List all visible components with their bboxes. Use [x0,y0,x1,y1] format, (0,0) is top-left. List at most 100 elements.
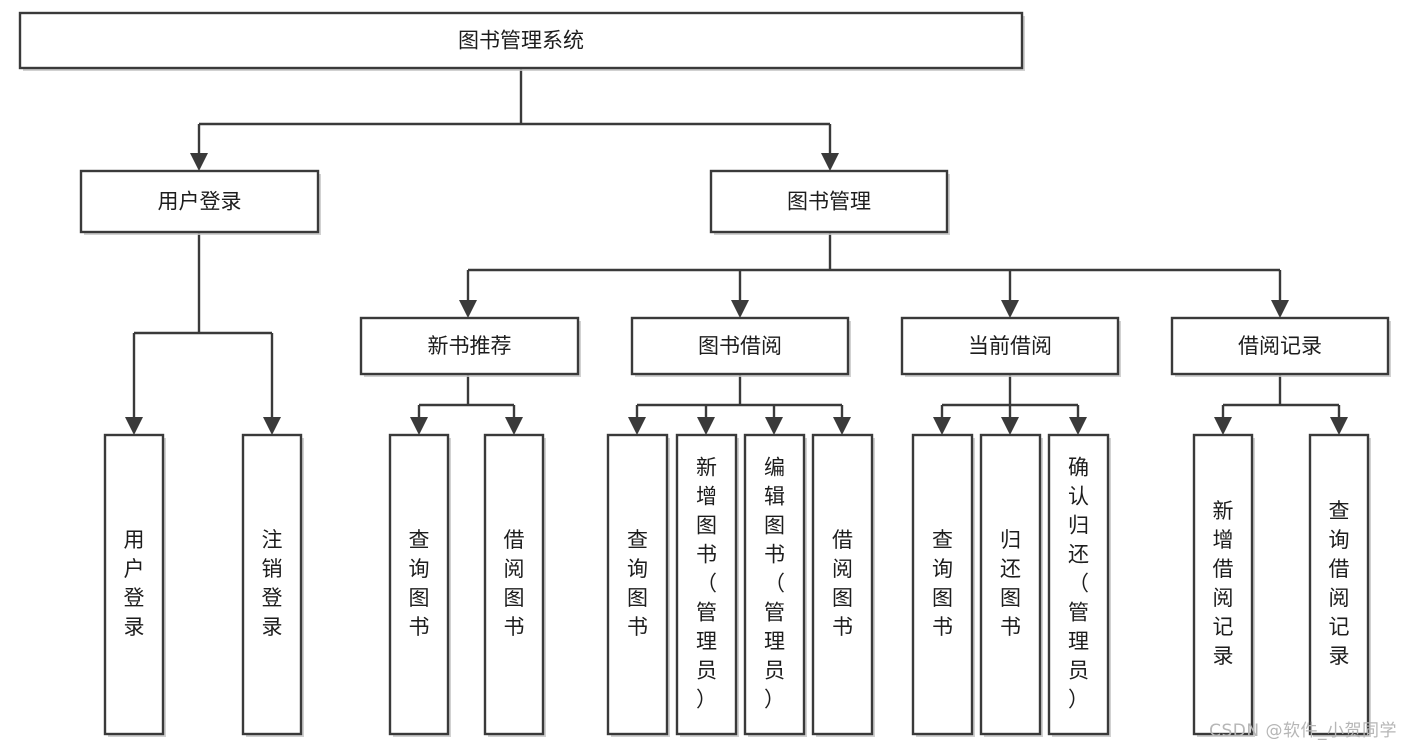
node-label: 借阅图书 [832,528,853,639]
connector-c-bm-to-new-book [459,270,477,318]
node-rect[interactable] [18,11,1024,70]
node-leaf-add-record[interactable]: 新增借阅记录 [1192,433,1255,737]
node-rect[interactable] [359,316,580,376]
arrow-head-icon [1069,417,1087,435]
node-leaf-return-book[interactable]: 归还图书 [979,433,1043,737]
connector-c-root-to-book-manage [821,124,839,171]
connector-c-br-a [1214,405,1232,435]
node-rect[interactable] [1192,433,1254,736]
node-rect[interactable] [241,433,303,736]
node-rect[interactable] [743,433,806,736]
node-leaf-query-book-1[interactable]: 查询图书 [388,433,451,737]
node-rect[interactable] [675,433,738,736]
node-label: 查询图书 [409,528,430,639]
node-label: 图书管理系统 [458,29,584,53]
node-rect[interactable] [709,169,949,234]
node-borrow-record[interactable]: 借阅记录 [1170,316,1391,377]
node-label: 新增借阅记录 [1213,499,1234,668]
node-label: 图书借阅 [698,334,782,358]
arrow-head-icon [731,300,749,318]
connector-c-root-to-user-login [190,124,208,171]
arrow-head-icon [125,417,143,435]
node-book-manage[interactable]: 图书管理 [709,169,950,235]
node-label: 当前借阅 [968,334,1052,358]
connector-c-nb-a [410,405,428,435]
node-leaf-borrow-book-2[interactable]: 借阅图书 [811,433,875,737]
node-label: 借阅记录 [1238,334,1322,358]
node-layer: 图书管理系统用户登录图书管理新书推荐图书借阅当前借阅借阅记录用户登录注销登录查询… [18,11,1391,737]
node-label: 用户登录 [158,190,242,214]
node-label: 新增图书（管理员） [696,456,717,712]
node-leaf-borrow-book-1[interactable]: 借阅图书 [483,433,546,737]
arrow-head-icon [1001,300,1019,318]
node-rect[interactable] [1047,433,1110,736]
node-label: 查询图书 [627,528,648,639]
node-leaf-edit-book[interactable]: 编辑图书（管理员） [743,433,807,737]
node-leaf-logout[interactable]: 注销登录 [241,433,304,737]
node-label: 归还图书 [1000,528,1021,639]
connector-c-cb-a [933,405,951,435]
arrow-head-icon [505,417,523,435]
connector-c-br-b [1330,405,1348,435]
node-label: 用户登录 [124,528,145,639]
node-label: 新书推荐 [428,334,512,358]
node-label: 查询图书 [932,528,953,639]
connector-c-bb-c [765,405,783,435]
arrow-head-icon [1214,417,1232,435]
node-label: 图书管理 [787,190,871,214]
node-root[interactable]: 图书管理系统 [18,11,1025,71]
node-book-borrow[interactable]: 图书借阅 [630,316,851,377]
connector-c-bm-to-current [1001,270,1019,318]
node-label: 确认归还（管理员） [1068,456,1089,712]
node-leaf-query-book-2[interactable]: 查询图书 [606,433,670,737]
arrow-head-icon [1271,300,1289,318]
node-leaf-query-book-3[interactable]: 查询图书 [911,433,975,737]
arrow-head-icon [765,417,783,435]
node-label: 查询借阅记录 [1329,499,1350,668]
connector-layer [125,68,1348,435]
node-leaf-user-login[interactable]: 用户登录 [103,433,166,737]
arrow-head-icon [933,417,951,435]
node-leaf-query-record[interactable]: 查询借阅记录 [1308,433,1371,737]
connector-c-bm-to-record [1271,270,1289,318]
node-rect[interactable] [630,316,850,376]
node-leaf-confirm-return[interactable]: 确认归还（管理员） [1047,433,1111,737]
connector-c-user-login-a [125,333,143,435]
node-new-book-rec[interactable]: 新书推荐 [359,316,581,377]
node-label: 编辑图书（管理员） [764,456,785,712]
connector-c-cb-b [1001,405,1019,435]
node-leaf-add-book[interactable]: 新增图书（管理员） [675,433,739,737]
node-rect[interactable] [1170,316,1390,376]
csdn-watermark: CSDN @软件_小贺同学 [1209,721,1397,741]
node-user-login[interactable]: 用户登录 [79,169,321,235]
node-current-borrow[interactable]: 当前借阅 [900,316,1121,377]
node-rect[interactable] [911,433,974,736]
node-rect[interactable] [388,433,450,736]
node-label: 借阅图书 [504,528,525,639]
node-rect[interactable] [79,169,320,234]
node-rect[interactable] [900,316,1120,376]
node-label: 注销登录 [262,528,283,639]
connector-c-nb-b [505,405,523,435]
connector-c-user-login-b [263,333,281,435]
connector-c-bb-a [628,405,646,435]
arrow-head-icon [190,153,208,171]
connector-c-cb-c [1069,405,1087,435]
node-rect[interactable] [103,433,165,736]
node-rect[interactable] [606,433,669,736]
arrow-head-icon [833,417,851,435]
arrow-head-icon [1001,417,1019,435]
arrow-head-icon [821,153,839,171]
arrow-head-icon [628,417,646,435]
arrow-head-icon [1330,417,1348,435]
node-rect[interactable] [483,433,545,736]
connector-c-bm-to-borrow [731,270,749,318]
connector-c-bb-b [697,405,715,435]
node-rect[interactable] [979,433,1042,736]
arrow-head-icon [697,417,715,435]
arrow-head-icon [410,417,428,435]
node-rect[interactable] [1308,433,1370,736]
node-rect[interactable] [811,433,874,736]
